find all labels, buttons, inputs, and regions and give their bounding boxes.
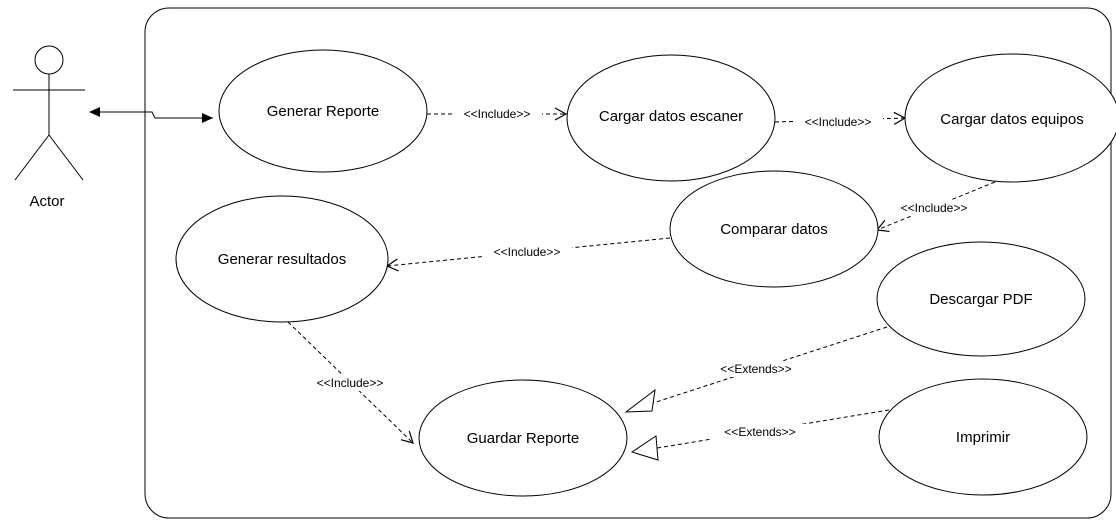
extends-label-2: <<Extends>> xyxy=(724,425,795,439)
use-case-label-cargar-escaner: Cargar datos escaner xyxy=(599,108,743,125)
actor-figure xyxy=(13,45,85,181)
use-case-comparar-datos xyxy=(669,170,879,288)
actor-label: Actor xyxy=(29,193,64,210)
use-case-generar-reporte xyxy=(218,49,428,173)
use-case-imprimir xyxy=(878,378,1088,496)
extends-arrowhead-2 xyxy=(630,435,659,461)
use-case-label-descargar-pdf: Descargar PDF xyxy=(929,291,1032,308)
use-case-label-guardar-reporte: Guardar Reporte xyxy=(467,430,580,447)
use-case-guardar-reporte xyxy=(418,379,628,497)
use-case-label-cargar-equipos: Cargar datos equipos xyxy=(940,111,1083,128)
use-case-label-generar-resultados: Generar resultados xyxy=(218,251,346,268)
use-case-label-imprimir: Imprimir xyxy=(956,429,1010,446)
association-line xyxy=(89,107,213,123)
include-label-2: <<Include>> xyxy=(805,115,872,129)
use-case-descargar-pdf xyxy=(876,241,1086,357)
include-label-5: <<Include>> xyxy=(317,376,384,390)
extends-label-1: <<Extends>> xyxy=(720,362,791,376)
include-label-3: <<Include>> xyxy=(901,201,968,215)
use-case-label-generar-reporte: Generar Reporte xyxy=(267,103,380,120)
extends-arrowhead-1 xyxy=(624,388,656,413)
include-label-4: <<Include>> xyxy=(494,245,561,259)
use-case-cargar-equipos xyxy=(904,53,1116,183)
use-case-label-comparar-datos: Comparar datos xyxy=(720,221,828,238)
use-case-generar-resultados xyxy=(175,195,389,323)
include-label-1: <<Include>> xyxy=(464,107,531,121)
use-case-cargar-escaner xyxy=(566,54,776,182)
